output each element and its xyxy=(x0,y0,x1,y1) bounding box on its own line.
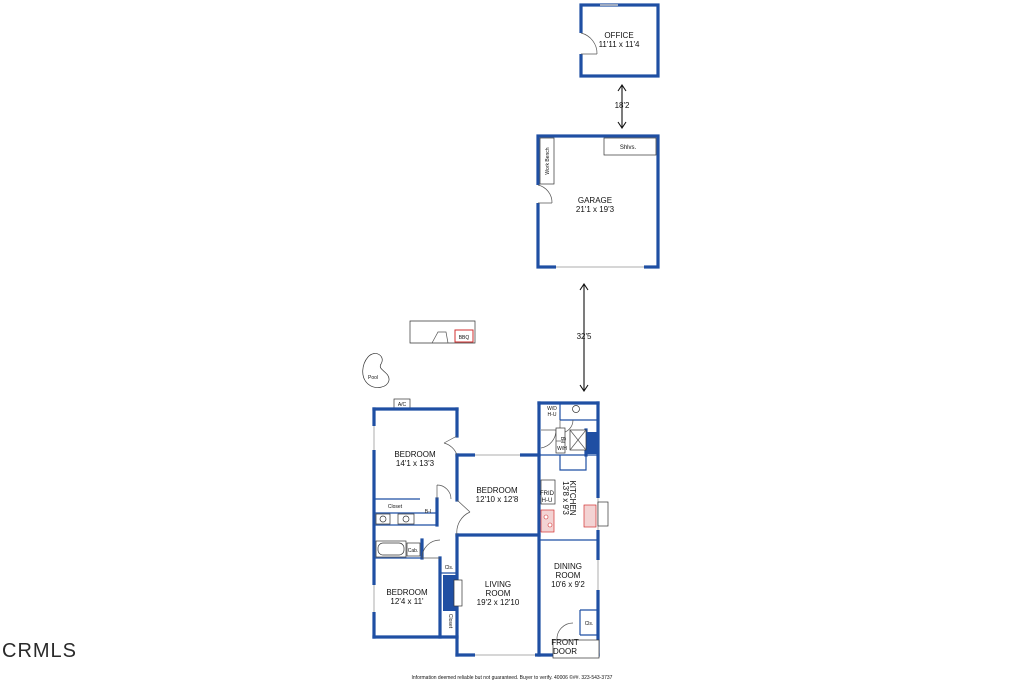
crmls-watermark: CRMLS xyxy=(2,640,78,662)
bbq-label: BBQ xyxy=(459,335,470,341)
bi-small-label: B-I xyxy=(559,437,565,443)
bedroom-mid-dims: 12'10 x 12'8 xyxy=(476,495,519,504)
living-name: LIVING xyxy=(485,580,511,589)
bi-label: B-I xyxy=(425,509,431,515)
wh-label: W/H xyxy=(557,446,567,452)
wd-label: W/D xyxy=(547,406,557,412)
front-door-name: FRONT xyxy=(551,638,579,647)
dining-dims: 10'6 x 9'2 xyxy=(551,580,585,589)
garage-dims: 21'1 x 19'3 xyxy=(576,205,615,214)
garage-structure xyxy=(536,134,660,269)
living-name-2: ROOM xyxy=(486,589,511,598)
office-dims: 11'11 x 11'4 xyxy=(599,40,640,49)
bedroom-mid-name: BEDROOM xyxy=(476,486,518,495)
frid-label: FRID xyxy=(540,491,555,497)
dining-name: DINING xyxy=(554,562,582,571)
bedroom-top-name: BEDROOM xyxy=(394,450,436,459)
pool-shape xyxy=(362,353,390,388)
work-bench-label: Work Bench xyxy=(545,147,551,174)
living-dims: 19'2 x 12'10 xyxy=(477,598,520,607)
office-structure xyxy=(579,3,660,78)
bedroom-top-dims: 14'1 x 13'3 xyxy=(396,459,435,468)
garage-name: GARAGE xyxy=(578,196,612,205)
ac-label: A/C xyxy=(398,402,407,408)
house-fixtures xyxy=(375,405,609,659)
bedroom-bottom-dims: 12'4 x 11' xyxy=(390,597,424,606)
footer-disclaimer: Information deemed reliable but not guar… xyxy=(412,674,613,681)
dining-name-2: ROOM xyxy=(556,571,581,580)
bbq-island xyxy=(409,320,476,344)
hu-kitchen-label: H-U xyxy=(542,498,553,504)
cab-label: Cab. xyxy=(408,548,419,554)
office-garage-arrow xyxy=(617,84,627,129)
distance-garage-house: 32'5 xyxy=(577,332,592,341)
hu-laundry-label: H-U xyxy=(548,412,557,418)
distance-office-garage: 18'2 xyxy=(615,101,630,110)
kitchen-dims: 13'8 x 9'3 xyxy=(561,481,570,515)
office-name: OFFICE xyxy=(604,31,633,40)
closet-label: Closet xyxy=(388,504,403,510)
pool-label: Pool xyxy=(368,375,378,381)
cls-front-label: Cls. xyxy=(585,621,594,627)
cls-living-label: Cls. xyxy=(445,565,454,571)
shelves-label: Shlvs. xyxy=(620,145,637,151)
kitchen-name: KITCHEN xyxy=(568,480,577,515)
front-door-name-2: DOOR xyxy=(553,647,577,656)
closet-vertical-label: Closet xyxy=(447,614,453,629)
bedroom-bottom-name: BEDROOM xyxy=(386,588,428,597)
garage-house-arrow xyxy=(579,283,589,392)
